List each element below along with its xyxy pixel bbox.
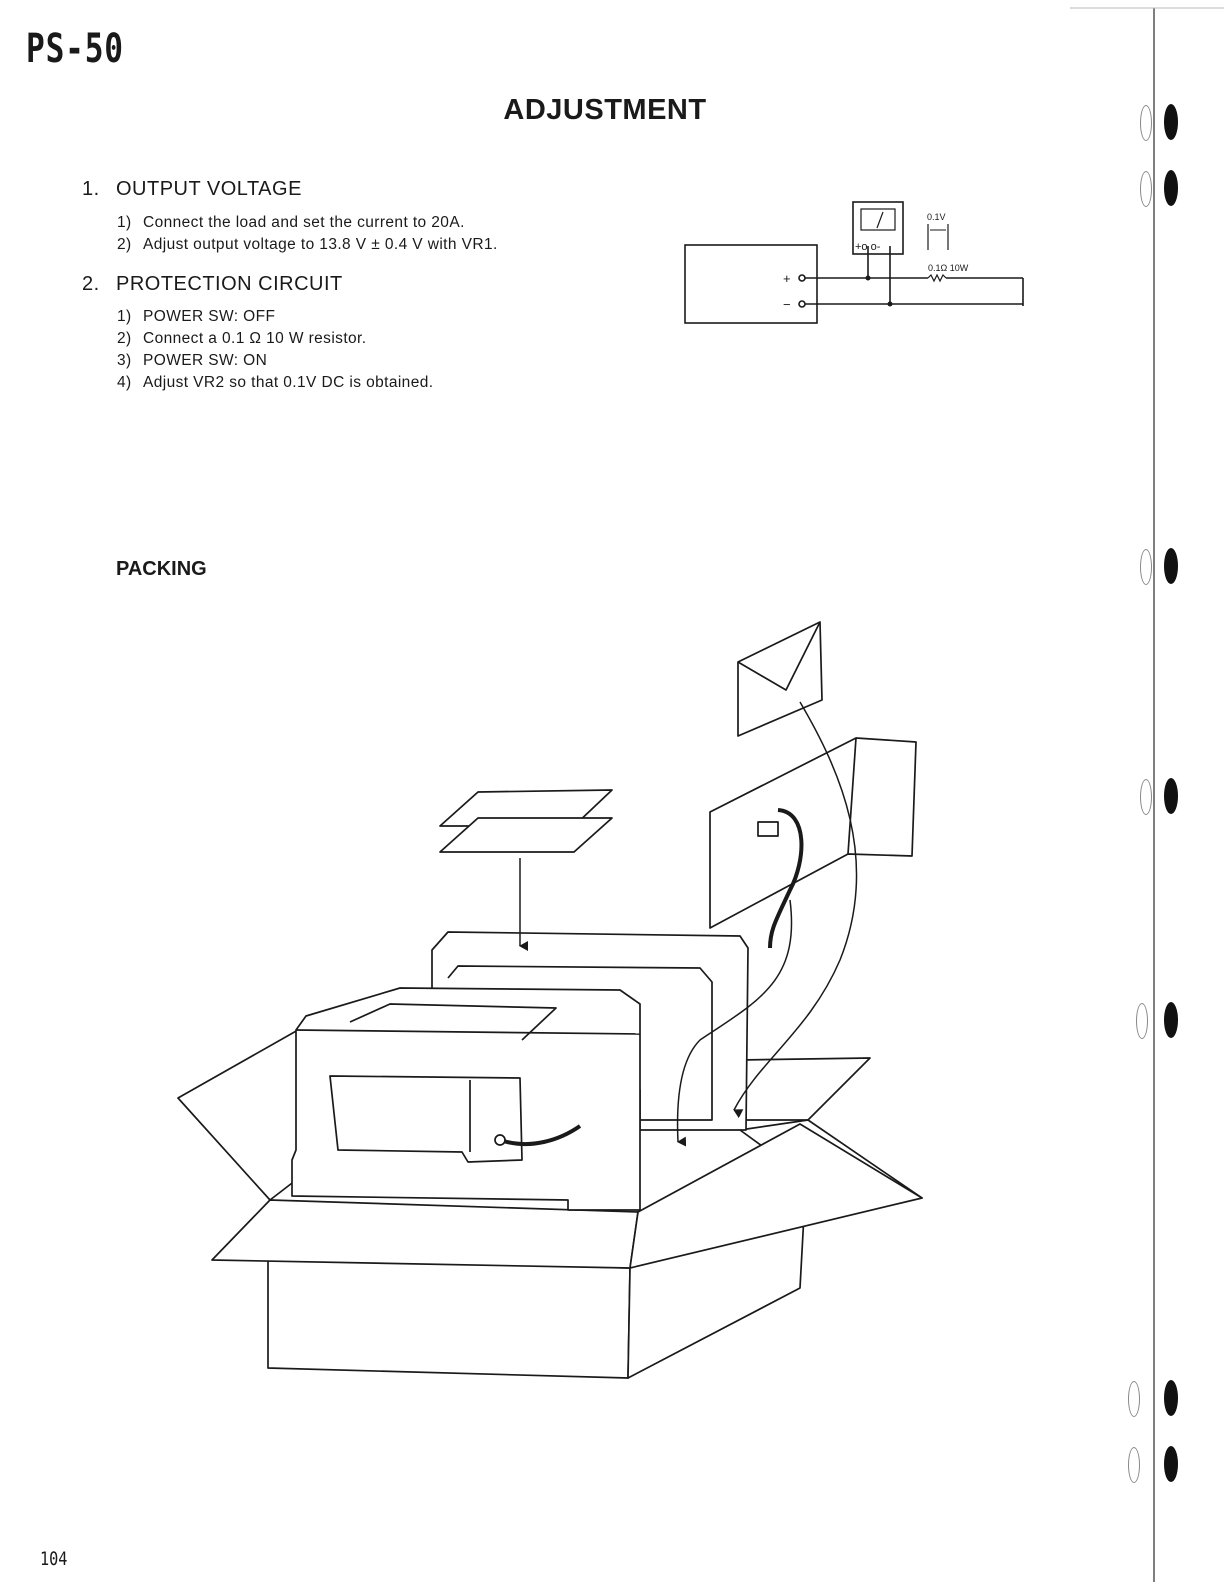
page-title: ADJUSTMENT: [503, 94, 707, 126]
binder-hole-ring: [1140, 171, 1152, 207]
circuit-diagram: 0.1V 0.1Ω 10W +o o- + −: [684, 201, 1024, 324]
section-title: PROTECTION CIRCUIT: [116, 273, 343, 295]
binder-hole-ring: [1140, 779, 1152, 815]
list-item: 1)Connect the load and set the current t…: [117, 214, 465, 231]
binder-hole: [1164, 1002, 1178, 1038]
list-item: 2)Adjust output voltage to 13.8 V ± 0.4 …: [117, 236, 498, 253]
binder-hole-ring: [1128, 1381, 1140, 1417]
arrow-envelope: [733, 701, 858, 1119]
plus-terminal-label: +: [783, 271, 791, 286]
carton-flap-back: [729, 1057, 871, 1121]
list-item: 3)POWER SW: ON: [117, 352, 268, 369]
power-cord: [768, 808, 804, 949]
power-supply-box: [684, 244, 818, 324]
page-number: 104: [40, 1548, 68, 1570]
protection-circuit-steps: 1)POWER SW: OFF 2)Connect a 0.1 Ω 10 W r…: [117, 306, 433, 394]
power-plug: [757, 821, 779, 837]
meter-terminals: +o o-: [855, 241, 881, 253]
arrow-cord: [676, 899, 793, 1147]
binder-hole: [1164, 104, 1178, 140]
front-cushion: [291, 987, 641, 1211]
voltmeter-dial: [860, 208, 896, 231]
binder-hole: [1164, 778, 1178, 814]
binder-margin-line: [1070, 7, 1224, 1582]
partition-card: [709, 737, 917, 929]
binder-hole: [1164, 1380, 1178, 1416]
binder-hole-ring: [1140, 549, 1152, 585]
envelope: [737, 621, 823, 737]
carton-flap-front-right: [629, 1123, 923, 1269]
meter-voltage-label: 0.1V: [927, 212, 946, 222]
carton-flap-left: [177, 1029, 299, 1201]
binder-hole-ring: [1128, 1447, 1140, 1483]
packing-heading: PACKING: [116, 558, 207, 580]
binder-hole: [1164, 170, 1178, 206]
binder-hole: [1164, 548, 1178, 584]
model-number: PS-50: [26, 26, 124, 72]
list-item: 1)POWER SW: OFF: [117, 308, 276, 325]
section-title: OUTPUT VOLTAGE: [116, 178, 302, 200]
resistor-label: 0.1Ω 10W: [928, 263, 969, 273]
binder-hole-ring: [1136, 1003, 1148, 1039]
section-number: 2.: [82, 273, 100, 295]
section-protection-circuit-heading: 2. PROTECTION CIRCUIT: [82, 273, 343, 296]
list-item: 4)Adjust VR2 so that 0.1V DC is obtained…: [117, 374, 434, 391]
binder-hole: [1164, 1446, 1178, 1482]
section-output-voltage-heading: 1. OUTPUT VOLTAGE: [82, 178, 302, 201]
carton-box: [177, 1029, 923, 1379]
voltmeter: [852, 201, 904, 255]
section-number: 1.: [82, 178, 100, 200]
instruction-sheet: [439, 817, 613, 853]
binder-hole-ring: [1140, 105, 1152, 141]
output-voltage-steps: 1)Connect the load and set the current t…: [117, 212, 498, 256]
list-item: 2)Connect a 0.1 Ω 10 W resistor.: [117, 330, 367, 347]
minus-terminal-label: −: [783, 297, 791, 312]
